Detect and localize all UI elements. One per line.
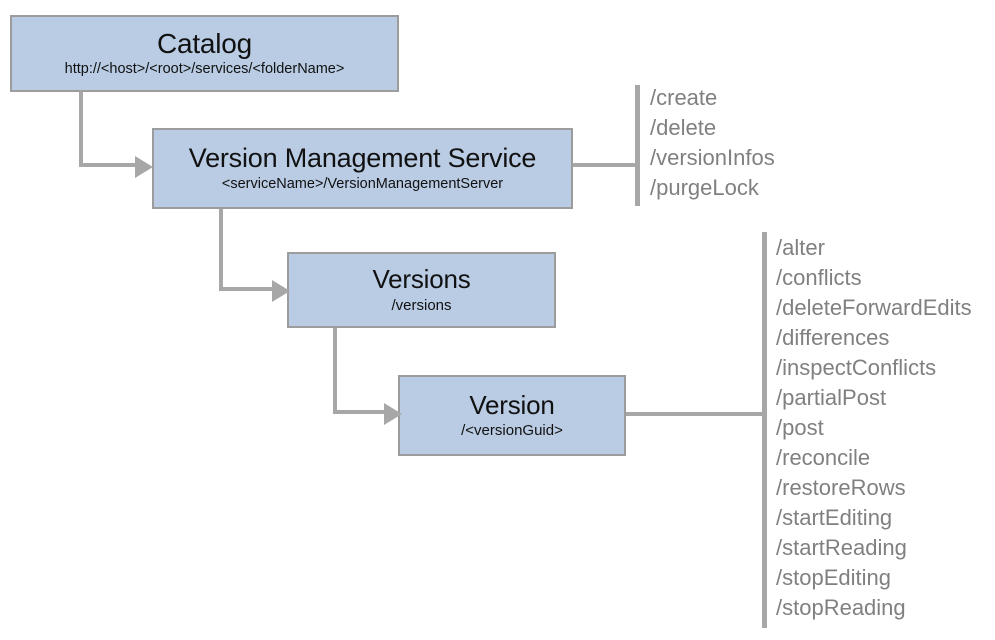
node-version-title: Version (469, 389, 555, 420)
node-version-management-service-title: Version Management Service (188, 143, 537, 174)
arrowhead-icon-service-to-versions (272, 280, 290, 302)
endpoint-item[interactable]: /differences (776, 325, 890, 350)
endpoint-item[interactable]: /alter (776, 235, 825, 260)
endpoint-item[interactable]: /post (776, 415, 824, 440)
endpoint-item[interactable]: /restoreRows (776, 475, 906, 500)
node-version-management-service-subtitle: <serviceName>/VersionManagementServer (221, 175, 504, 192)
node-versions-subtitle: /versions (391, 296, 452, 314)
endpoint-item[interactable]: /delete (650, 115, 717, 140)
connector-service-to-versions-horizontal (219, 287, 274, 291)
endpoint-item[interactable]: /startReading (776, 535, 907, 560)
endpoint-item[interactable]: /deleteForwardEdits (776, 295, 972, 320)
node-version-subtitle: /<versionGuid> (461, 422, 563, 440)
node-versions-title: Versions (372, 264, 471, 295)
connector-versions-to-version-horizontal (333, 410, 386, 414)
endpoint-list-version-operations: /alter /conflicts /deleteForwardEdits /d… (776, 233, 972, 623)
endpoint-item[interactable]: /create (650, 85, 718, 110)
group-bar-version-operations (762, 232, 767, 628)
node-catalog-subtitle: http://<host>/<root>/services/<folderNam… (64, 61, 345, 77)
endpoint-item[interactable]: /inspectConflicts (776, 355, 937, 380)
arrowhead-icon-catalog-to-service (135, 156, 153, 178)
endpoint-list-service-operations: /create /delete /versionInfos /purgeLock (650, 83, 775, 203)
node-catalog[interactable]: Catalog http://<host>/<root>/services/<f… (10, 15, 399, 92)
node-version-management-service[interactable]: Version Management Service <serviceName>… (152, 128, 573, 209)
endpoint-item[interactable]: /conflicts (776, 265, 862, 290)
arrowhead-icon-versions-to-version (384, 403, 402, 425)
endpoint-item[interactable]: /purgeLock (650, 175, 759, 200)
node-catalog-title: Catalog (156, 28, 253, 60)
connector-service-to-service-operations (573, 163, 639, 167)
endpoint-item[interactable]: /stopReading (776, 595, 906, 620)
endpoint-item[interactable]: /reconcile (776, 445, 871, 470)
connector-catalog-to-service-horizontal (79, 163, 137, 167)
node-version[interactable]: Version /<versionGuid> (398, 375, 626, 456)
connector-catalog-to-service-vertical (79, 91, 83, 163)
endpoint-item[interactable]: /partialPost (776, 385, 887, 410)
connector-version-to-version-operations (626, 412, 766, 416)
endpoint-item[interactable]: /stopEditing (776, 565, 891, 590)
connector-versions-to-version-vertical (333, 328, 337, 410)
node-versions[interactable]: Versions /versions (287, 252, 556, 328)
connector-service-to-versions-vertical (219, 209, 223, 287)
endpoint-item[interactable]: /startEditing (776, 505, 893, 530)
group-bar-service-operations (635, 85, 640, 206)
endpoint-item[interactable]: /versionInfos (650, 145, 775, 170)
